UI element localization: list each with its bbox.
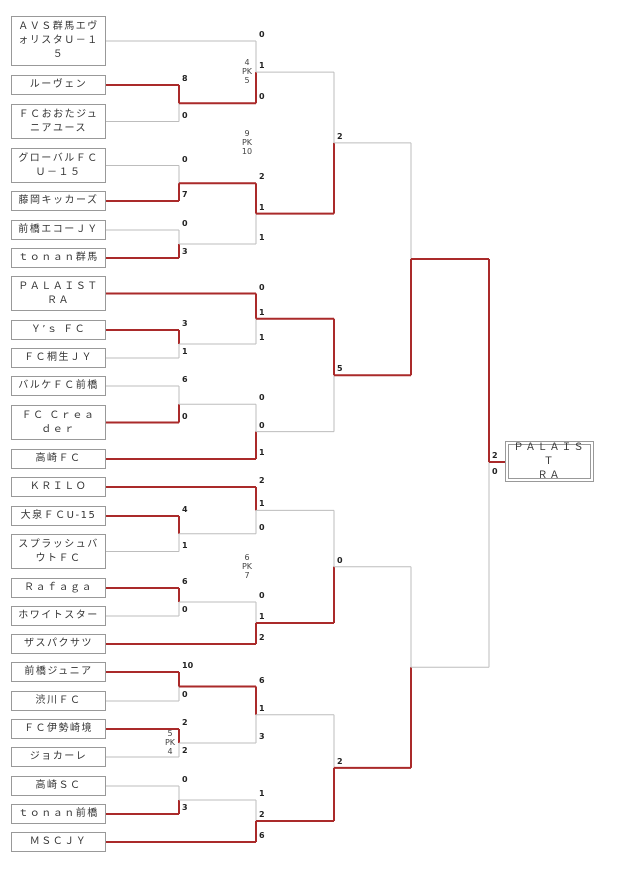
score-label: 0 — [182, 690, 188, 699]
score-label: 2 — [259, 633, 265, 642]
pk-label: 6 PK 7 — [241, 552, 253, 580]
champion-box: ＰＡＬＡＩＳＴ ＲＡ — [505, 441, 594, 482]
team-box: ＰＡＬＡＩＳＴ ＲＡ — [11, 276, 106, 311]
score-label: 4 — [182, 505, 188, 514]
score-label: 3 — [182, 319, 188, 328]
team-box: 高崎ＦＣ — [11, 449, 106, 469]
score-label: 1 — [259, 333, 265, 342]
score-label: 6 — [182, 375, 188, 384]
score-label: 0 — [259, 591, 265, 600]
team-box: ＭＳＣＪＹ — [11, 832, 106, 852]
score-label: 1 — [259, 612, 265, 621]
score-label: 0 — [259, 282, 265, 292]
score-label: 0 — [337, 555, 343, 565]
score-label: 2 — [337, 131, 343, 141]
score-label: 2 — [259, 810, 265, 819]
team-box: ＦＣ桐生ＪＹ — [11, 348, 106, 368]
team-box: 前橋ジュニア — [11, 662, 106, 682]
score-label: 0 — [182, 219, 188, 228]
score-label: 8 — [182, 74, 188, 83]
score-label: 2 — [259, 476, 265, 485]
pk-label: 9 PK 10 — [241, 128, 253, 156]
score-label: 0 — [259, 30, 265, 39]
score-label: 5 — [337, 364, 343, 374]
score-label: 2 — [337, 756, 343, 766]
team-box: Ｒａｆａｇａ — [11, 578, 106, 598]
team-box: ＡＶＳ群馬エヴ ォリスタＵ－１ ５ — [11, 16, 106, 66]
score-label: 1 — [259, 448, 265, 457]
score-label: 0 — [182, 605, 188, 614]
score-label: 3 — [259, 732, 265, 741]
team-box: ホワイトスター — [11, 606, 106, 626]
score-label: 2 — [492, 451, 498, 460]
team-box: 前橋エコーＪＹ — [11, 220, 106, 240]
team-box: 渋川ＦＣ — [11, 691, 106, 711]
team-box: バルケＦＣ前橋 — [11, 376, 106, 396]
team-box: ＫＲＩＬＯ — [11, 477, 106, 497]
team-box: ジョカーレ — [11, 747, 106, 767]
score-label: 0 — [182, 775, 188, 784]
team-box: ｔｏｎａｎ前橋 — [11, 804, 106, 824]
pk-label: 5 PK 4 — [164, 729, 176, 756]
score-label: 2 — [259, 172, 265, 182]
score-label: 2 — [182, 718, 188, 727]
score-label: 1 — [259, 499, 265, 509]
score-label: 10 — [182, 661, 194, 670]
champion-name: ＰＡＬＡＩＳＴ ＲＡ — [508, 442, 591, 481]
score-label: 1 — [259, 233, 265, 242]
team-box: グローバルＦＣ Ｕ－１５ — [11, 148, 106, 183]
score-label: 0 — [259, 522, 265, 532]
score-label: 1 — [259, 703, 265, 713]
team-box: ＦＣおおたジュ ニアユース — [11, 104, 106, 139]
score-label: 1 — [259, 61, 265, 71]
score-label: 3 — [182, 803, 188, 812]
team-box: スプラッシュバ ウトＦＣ — [11, 534, 106, 569]
score-label: 0 — [182, 110, 188, 120]
pk-label: 4 PK 5 — [241, 58, 253, 86]
team-box: ＦＣ Ｃｒｅａ ｄｅｒ — [11, 405, 106, 440]
score-label: 2 — [182, 746, 188, 755]
score-label: 0 — [182, 154, 188, 164]
team-box: 藤岡キッカーズ — [11, 191, 106, 211]
score-label: 0 — [259, 393, 265, 403]
score-label: 1 — [182, 540, 188, 550]
score-label: 0 — [259, 92, 265, 102]
team-box: ザスパクサツ — [11, 634, 106, 654]
score-label: 3 — [182, 247, 188, 256]
score-label: 6 — [259, 675, 265, 685]
team-box: 高崎ＳＣ — [11, 776, 106, 796]
team-box: ＦＣ伊勢崎境 — [11, 719, 106, 739]
team-box: 大泉ＦＣU-15 — [11, 506, 106, 526]
score-label: 1 — [259, 789, 265, 798]
score-label: 1 — [182, 347, 188, 356]
score-label: 7 — [182, 190, 188, 199]
team-box: ルーヴェン — [11, 75, 106, 95]
score-label: 0 — [259, 420, 265, 430]
team-box: ｔｏｎａｎ群馬 — [11, 248, 106, 268]
score-label: 6 — [259, 831, 265, 840]
score-label: 6 — [182, 577, 188, 586]
team-box: Ｙ’ｓ ＦＣ — [11, 320, 106, 340]
score-label: 0 — [492, 467, 498, 476]
score-label: 1 — [259, 307, 265, 317]
score-label: 1 — [259, 202, 265, 212]
score-label: 0 — [182, 411, 188, 421]
